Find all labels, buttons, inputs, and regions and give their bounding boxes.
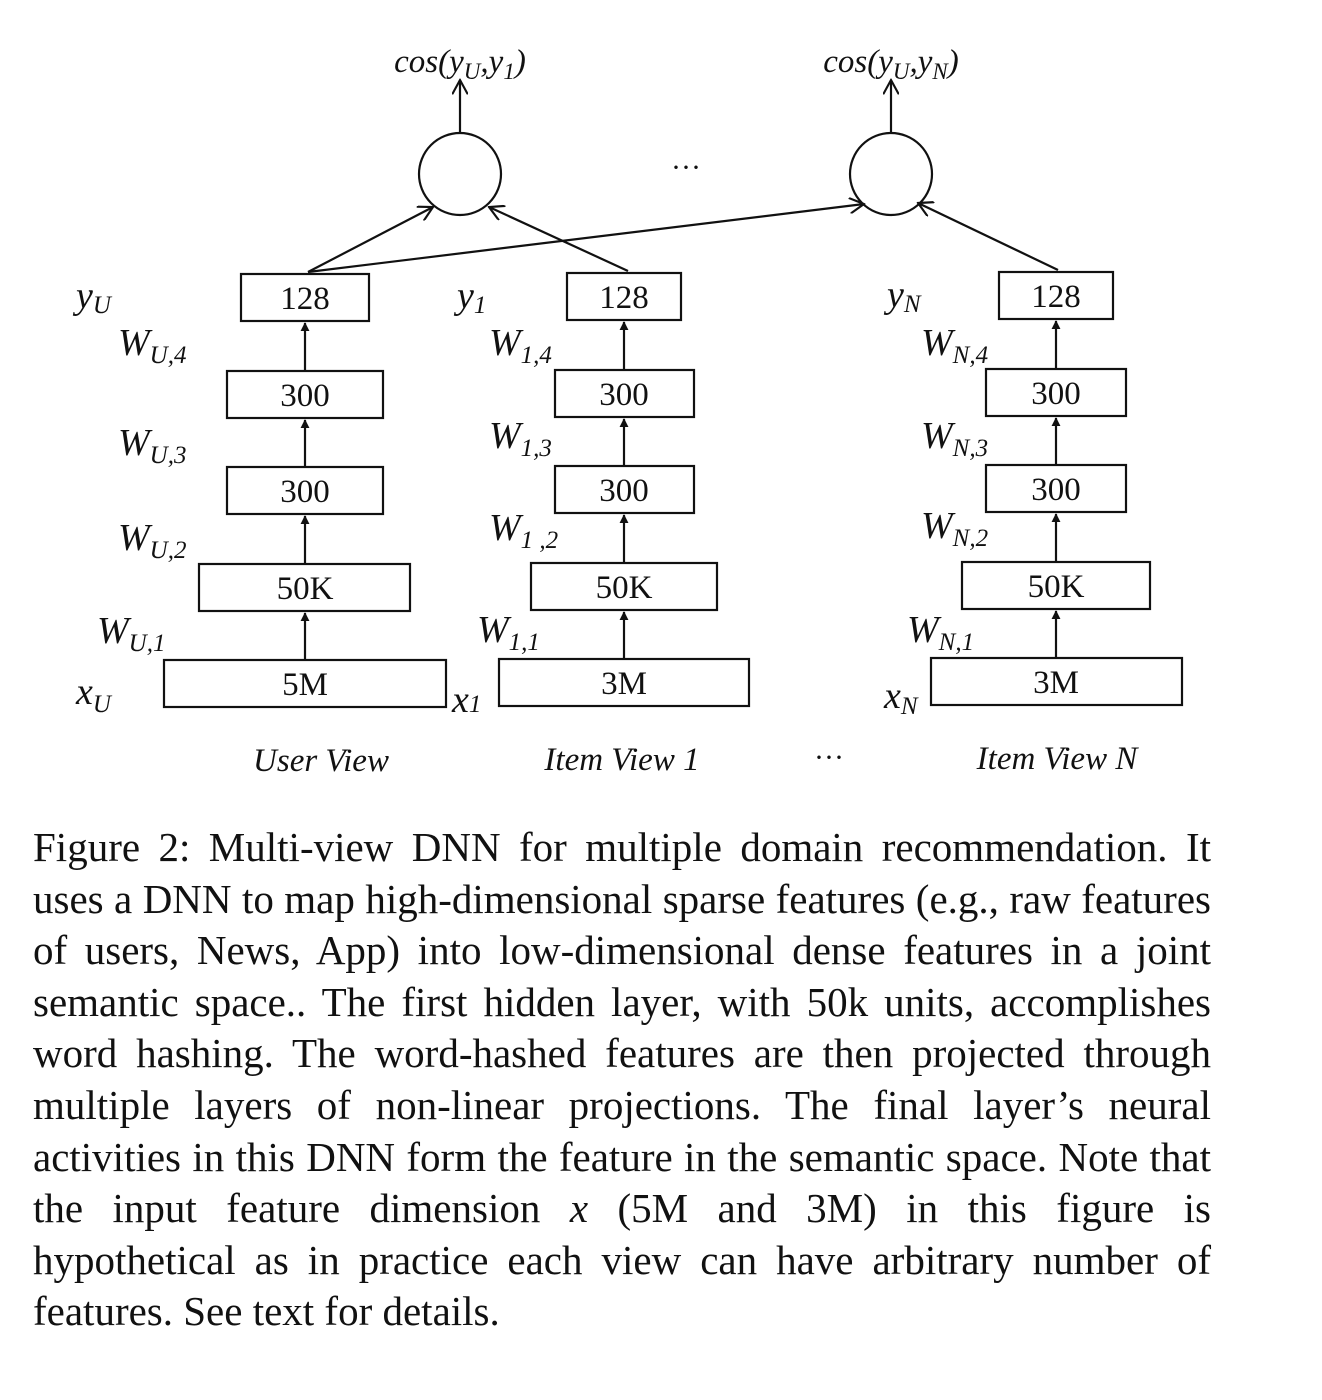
edge-itemview1-to-cos1: [489, 207, 629, 272]
figure-caption: Figure 2: Multi-view DNN for multiple do…: [33, 822, 1211, 1338]
item1-layer-input: [497, 657, 751, 708]
itemN-layer-input: [929, 656, 1184, 707]
user-view-title: User View: [253, 743, 389, 779]
user-w2-label: WU,2: [118, 517, 186, 564]
itemN-layer-300a-label: 300: [1031, 472, 1081, 508]
user-x-label: xU: [75, 671, 113, 718]
itemN-layer-128-label: 128: [1031, 279, 1081, 315]
cosine-label-1: cos(yU,y1): [394, 44, 526, 84]
ellipsis-bottom: ···: [814, 741, 844, 774]
user-layer-128: [239, 272, 371, 323]
user-w3-label: WU,3: [118, 422, 186, 469]
item1-layer-300b-label: 300: [599, 377, 649, 413]
caption-text-lead: Figure 2: Multi-view DNN for multiple do…: [33, 824, 1211, 1232]
itemN-layer-300b-label: 300: [1031, 376, 1081, 412]
item-view-n-tower: 128 300 300 50K 3M yN WN,4 WN,3 WN,2 WN,…: [883, 270, 1184, 777]
ellipsis-top: ···: [671, 151, 701, 184]
cosine-output-user-item1: cos(yU,y1): [394, 44, 526, 217]
edge-userview-to-cos1: [307, 207, 433, 273]
item1-w3-label: W1,3: [489, 415, 552, 462]
item1-w1-label: W1,1: [477, 609, 540, 656]
itemN-layer-input-label: 3M: [1033, 665, 1079, 701]
multi-view-dnn-diagram: cos(yU,y1) cos(yU,yN) ··· 128 300 300 50…: [72, 44, 1184, 779]
itemN-layer-50k: [960, 560, 1152, 611]
user-layer-input-label: 5M: [282, 667, 328, 703]
item-view-n-title: Item View N: [976, 741, 1140, 777]
itemN-x-label: xN: [883, 675, 919, 720]
edge-itemviewN-to-cosN: [918, 203, 1059, 271]
caption-math-variable: x: [569, 1185, 589, 1232]
item1-x-label: x1: [451, 679, 481, 721]
item1-layer-50k: [529, 561, 719, 612]
itemN-layer-300a: [984, 463, 1128, 514]
item1-layer-128-label: 128: [599, 280, 649, 316]
item1-layer-300a: [553, 464, 696, 515]
itemN-layer-50k-label: 50K: [1028, 569, 1085, 605]
item1-y-label: y1: [453, 275, 486, 319]
user-layer-300b-label: 300: [280, 378, 330, 414]
itemN-w2-label: WN,2: [921, 505, 988, 552]
user-layer-300b: [225, 369, 385, 420]
item1-layer-input-label: 3M: [601, 666, 647, 702]
user-layer-50k-label: 50K: [277, 571, 334, 607]
user-y-label: yU: [72, 275, 113, 319]
user-view-tower: 128 300 300 50K 5M yU WU,4 WU,3 WU,2 WU,…: [72, 272, 448, 779]
item1-layer-128: [565, 271, 683, 322]
cosine-node-2: [848, 131, 934, 217]
cosine-label-2: cos(yU,yN): [823, 44, 959, 84]
item-view-1-title: Item View 1: [543, 742, 699, 778]
itemN-w4-label: WN,4: [921, 322, 988, 369]
item1-layer-300a-label: 300: [599, 473, 649, 509]
itemN-y-label: yN: [883, 274, 922, 318]
user-layer-300a-label: 300: [280, 474, 330, 510]
item-view-1-tower: 128 300 300 50K 3M y1 W1,4 W1,3 W1 ,2 W1…: [451, 271, 751, 778]
item1-w2-label: W1 ,2: [489, 507, 558, 554]
user-layer-128-label: 128: [280, 281, 330, 317]
caption-text-tail: (5M and 3M) in this figure is hypothetic…: [33, 1185, 1211, 1335]
item1-w4-label: W1,4: [489, 322, 552, 369]
cosine-node-1: [417, 131, 503, 217]
item1-layer-50k-label: 50K: [596, 570, 653, 606]
user-w4-label: WU,4: [118, 322, 186, 369]
edge-userview-to-cosN: [307, 204, 864, 274]
itemN-w3-label: WN,3: [921, 415, 988, 462]
cosine-output-user-itemN: cos(yU,yN): [823, 44, 959, 217]
itemN-layer-300b: [984, 367, 1128, 418]
itemN-layer-128: [997, 270, 1115, 321]
itemN-w1-label: WN,1: [907, 609, 974, 656]
user-w1-label: WU,1: [97, 610, 165, 657]
